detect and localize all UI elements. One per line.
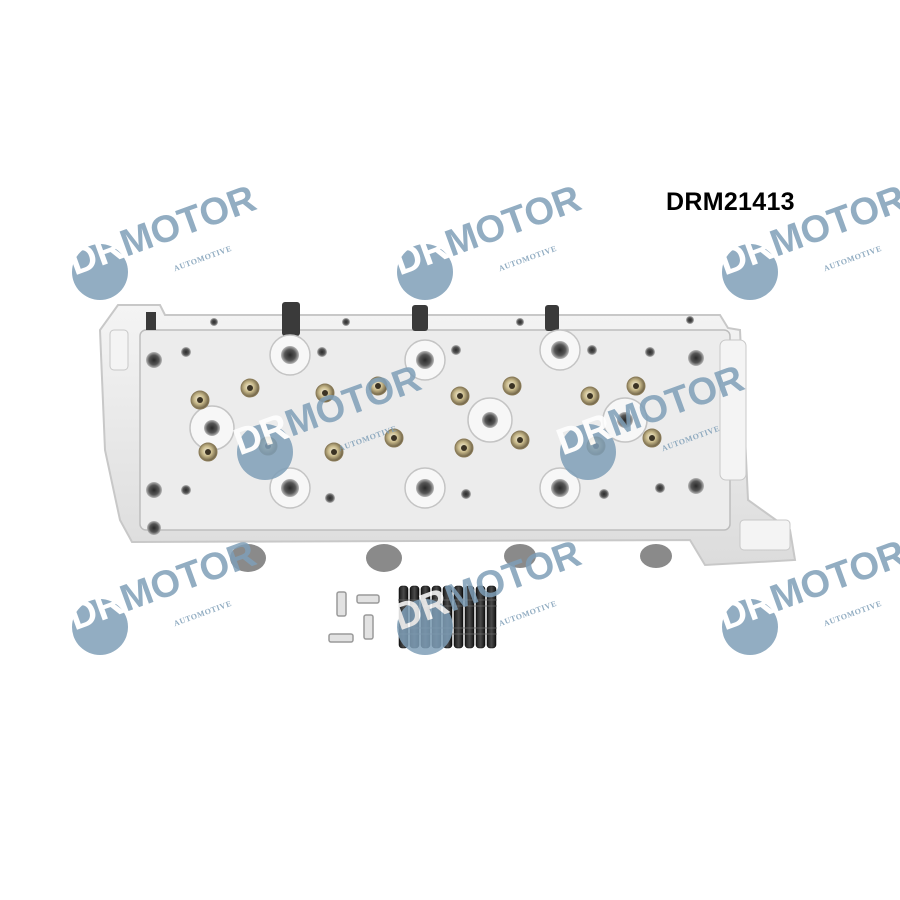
- watermark-logo: DRMOTOR AUTOMOTIVE: [713, 178, 900, 300]
- watermark-logo: DRMOTOR AUTOMOTIVE: [388, 178, 595, 300]
- watermark-logo: DRMOTOR AUTOMOTIVE: [228, 358, 435, 480]
- watermark-logo: DRMOTOR AUTOMOTIVE: [551, 358, 758, 480]
- watermark-logo: DRMOTOR AUTOMOTIVE: [388, 533, 595, 655]
- watermark-logo: DRMOTOR AUTOMOTIVE: [63, 533, 270, 655]
- watermark-logo: DRMOTOR AUTOMOTIVE: [713, 533, 900, 655]
- watermark-logo: DRMOTOR AUTOMOTIVE: [63, 178, 270, 300]
- part-number: DRM21413: [666, 188, 795, 216]
